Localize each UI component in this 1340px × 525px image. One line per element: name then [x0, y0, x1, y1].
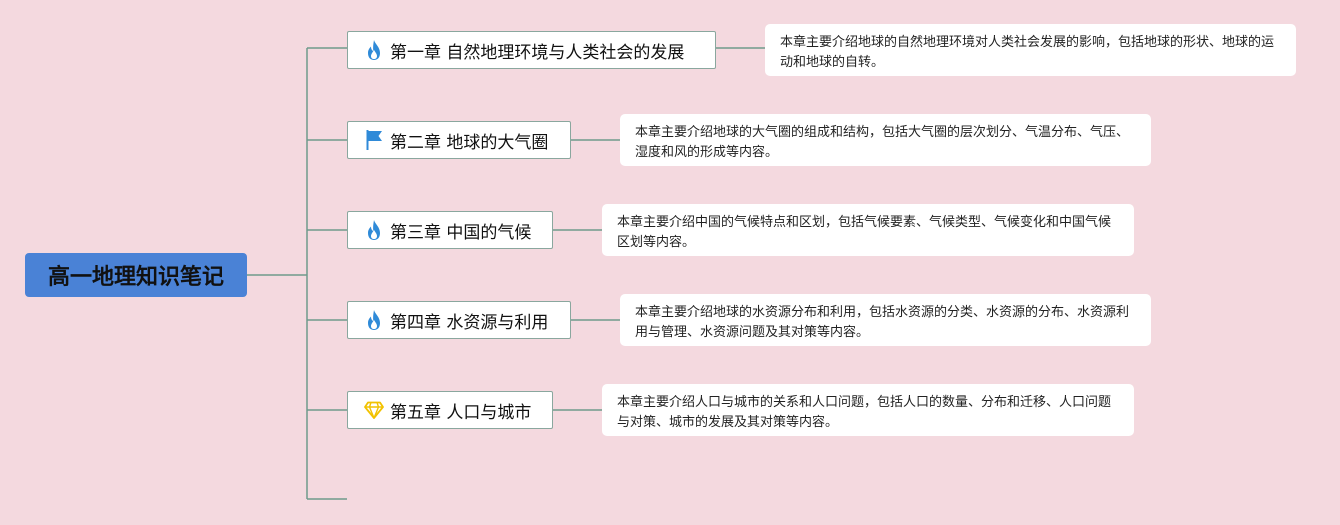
chapter-4-topic[interactable]: 第四章 水资源与利用 — [347, 301, 571, 339]
chapter-1-topic[interactable]: 第一章 自然地理环境与人类社会的发展 — [347, 31, 716, 69]
chapter-3-description[interactable]: 本章主要介绍中国的气候特点和区划，包括气候要素、气候类型、气候变化和中国气候区划… — [602, 204, 1134, 256]
chapter-4-title: 第四章 水资源与利用 — [390, 312, 549, 333]
root-topic[interactable]: 高一地理知识笔记 — [25, 253, 247, 297]
fire-icon — [364, 219, 384, 241]
chapter-5-desc-text: 本章主要介绍人口与城市的关系和人口问题，包括人口的数量、分布和迁移、人口问题与对… — [617, 395, 1112, 430]
chapter-2-desc-text: 本章主要介绍地球的大气圈的组成和结构，包括大气圈的层次划分、气温分布、气压、湿度… — [635, 125, 1130, 160]
chapter-5-description[interactable]: 本章主要介绍人口与城市的关系和人口问题，包括人口的数量、分布和迁移、人口问题与对… — [602, 384, 1134, 436]
chapter-5-topic[interactable]: 第五章 人口与城市 — [347, 391, 553, 429]
chapter-3-desc-text: 本章主要介绍中国的气候特点和区划，包括气候要素、气候类型、气候变化和中国气候区划… — [617, 215, 1112, 250]
fire-icon — [364, 39, 384, 61]
chapter-4-desc-text: 本章主要介绍地球的水资源分布和利用，包括水资源的分类、水资源的分布、水资源利用与… — [635, 305, 1130, 340]
chapter-2-title: 第二章 地球的大气圈 — [390, 132, 549, 153]
chapter-3-topic[interactable]: 第三章 中国的气候 — [347, 211, 553, 249]
chapter-3-title: 第三章 中国的气候 — [390, 222, 532, 243]
flag-icon — [364, 129, 384, 151]
diamond-icon — [364, 399, 384, 421]
fire-icon — [364, 309, 384, 331]
chapter-5-title: 第五章 人口与城市 — [390, 402, 532, 423]
chapter-1-desc-text: 本章主要介绍地球的自然地理环境对人类社会发展的影响，包括地球的形状、地球的运动和… — [780, 35, 1275, 70]
chapter-1-description[interactable]: 本章主要介绍地球的自然地理环境对人类社会发展的影响，包括地球的形状、地球的运动和… — [765, 24, 1296, 76]
chapter-2-topic[interactable]: 第二章 地球的大气圈 — [347, 121, 571, 159]
chapter-1-title: 第一章 自然地理环境与人类社会的发展 — [390, 42, 685, 63]
chapter-4-description[interactable]: 本章主要介绍地球的水资源分布和利用，包括水资源的分类、水资源的分布、水资源利用与… — [620, 294, 1151, 346]
chapter-2-description[interactable]: 本章主要介绍地球的大气圈的组成和结构，包括大气圈的层次划分、气温分布、气压、湿度… — [620, 114, 1151, 166]
root-title: 高一地理知识笔记 — [47, 265, 224, 290]
